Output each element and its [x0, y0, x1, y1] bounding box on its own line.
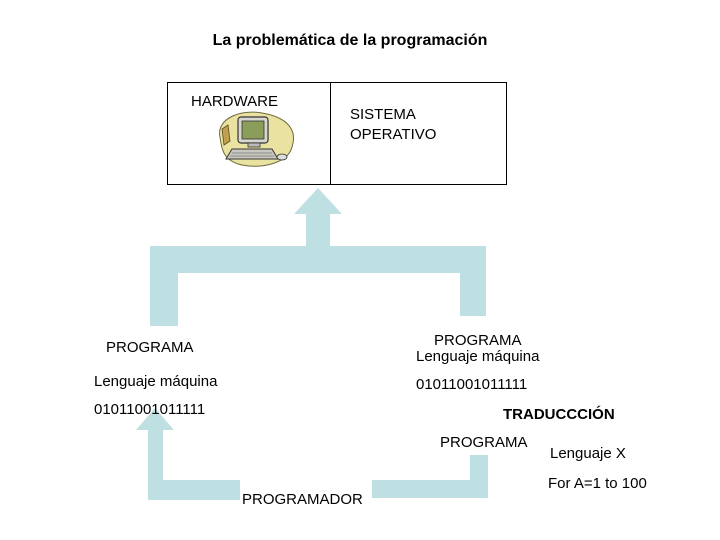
- source-language-label: Lenguaje X: [550, 445, 626, 462]
- source-program-heading: PROGRAMA: [440, 434, 528, 451]
- left-arrow-head: [136, 408, 174, 430]
- bottom-right-connector: [372, 480, 488, 498]
- right-connector-bar: [460, 246, 486, 316]
- os-label-line1: SISTEMA: [350, 106, 416, 123]
- box-divider: [330, 83, 331, 184]
- left-program-binary: 01011001011111: [94, 401, 206, 418]
- left-program-language: Lenguaje máquina: [94, 373, 218, 390]
- computer-icon: [219, 111, 294, 167]
- programmer-label: PROGRAMADOR: [242, 491, 363, 508]
- right-program-heading: PROGRAMA: [434, 332, 522, 349]
- source-code-line: For A=1 to 100: [548, 475, 647, 492]
- right-program-language: Lenguaje máquina: [416, 348, 540, 365]
- left-up-arrow: [148, 423, 240, 500]
- hardware-os-box: HARDWARE SISTEMA OPERATIVO: [167, 82, 507, 185]
- up-arrow: [294, 188, 342, 246]
- left-program-heading: PROGRAMA: [106, 339, 194, 356]
- os-label-line2: OPERATIVO: [350, 126, 437, 143]
- hardware-label: HARDWARE: [191, 93, 278, 110]
- translation-label: TRADUCCCIÓN: [503, 406, 615, 423]
- left-connector-bar: [150, 246, 178, 326]
- top-connector-bar: [150, 246, 486, 273]
- right-lower-connector: [470, 455, 488, 498]
- os-label: SISTEMA OPERATIVO: [350, 105, 480, 145]
- diagram-title: La problemática de la programación: [212, 32, 488, 49]
- right-program-binary: 01011001011111: [416, 376, 528, 393]
